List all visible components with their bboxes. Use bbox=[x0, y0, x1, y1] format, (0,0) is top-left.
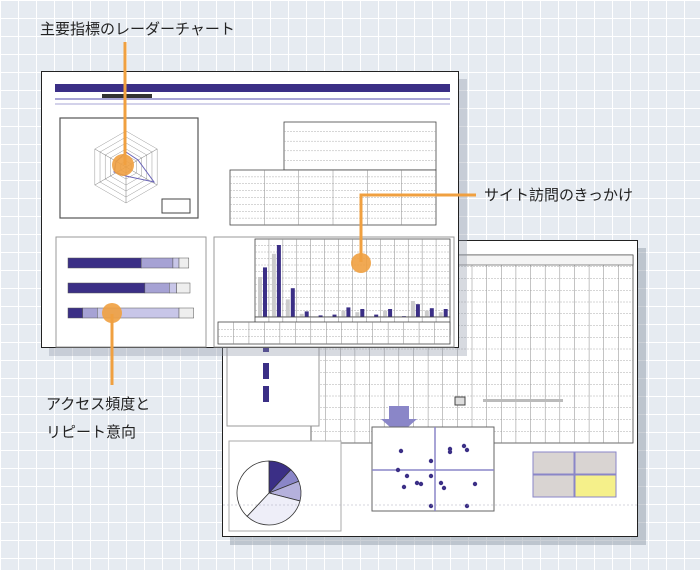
bar-purple bbox=[429, 308, 434, 317]
scatter-point bbox=[395, 467, 401, 473]
legend bbox=[161, 198, 191, 214]
checkbox bbox=[454, 396, 466, 406]
text-line bbox=[102, 94, 152, 98]
report-page-front bbox=[41, 71, 459, 348]
text-line bbox=[483, 399, 563, 402]
bar-purple bbox=[346, 307, 351, 317]
callout-access-label-1: アクセス頻度と bbox=[46, 395, 151, 413]
scatter-plot bbox=[371, 426, 495, 512]
bar-purple bbox=[263, 267, 267, 317]
bar-gray bbox=[258, 277, 262, 317]
bar-gray bbox=[438, 312, 443, 317]
bar-purple bbox=[276, 245, 281, 317]
scatter-point bbox=[447, 449, 453, 455]
scatter-point bbox=[472, 481, 478, 487]
pie-slice bbox=[246, 492, 301, 526]
quadrant-cell bbox=[532, 451, 575, 475]
bar-purple bbox=[374, 314, 379, 317]
callout-radar-label: 主要指標のレーダーチャート bbox=[40, 20, 235, 38]
stacked-bar-segment bbox=[176, 282, 191, 294]
bar-purple bbox=[332, 314, 337, 317]
stacked-bar-segment bbox=[178, 307, 194, 319]
scatter-point bbox=[428, 458, 434, 464]
scatter-point bbox=[404, 473, 410, 479]
bar-purple bbox=[290, 288, 295, 317]
scatter-point bbox=[428, 473, 434, 479]
bar-purple bbox=[415, 304, 420, 317]
bar-purple bbox=[388, 309, 393, 317]
bar-gray bbox=[271, 253, 276, 317]
bar bbox=[263, 363, 269, 379]
callout-marker bbox=[102, 303, 122, 323]
callout-visit-label: サイト訪問のきっかけ bbox=[484, 186, 633, 204]
quadrant-cell bbox=[574, 474, 617, 498]
bar-gray bbox=[424, 310, 429, 317]
bar-gray bbox=[299, 313, 304, 317]
bar-purple bbox=[304, 311, 309, 317]
scatter-point bbox=[398, 448, 404, 454]
quadrant-cell bbox=[532, 474, 575, 498]
bar-gray bbox=[285, 299, 290, 317]
scatter-point bbox=[464, 447, 470, 453]
bar bbox=[263, 386, 269, 402]
scatter-point bbox=[418, 481, 424, 487]
scatter-point bbox=[438, 480, 444, 486]
bar-purple bbox=[443, 309, 448, 317]
bar-gray bbox=[383, 310, 388, 317]
scatter-point bbox=[401, 484, 407, 490]
bar-gray bbox=[410, 301, 415, 317]
scatter-point bbox=[414, 480, 420, 486]
callout-line bbox=[359, 193, 476, 262]
bar-purple bbox=[318, 315, 323, 317]
bar-purple bbox=[360, 309, 365, 317]
callout-marker bbox=[351, 253, 371, 273]
bar-gray bbox=[341, 310, 346, 317]
arrow-down-icon bbox=[381, 406, 417, 435]
callout-access-label-2: リピート意向 bbox=[46, 423, 137, 441]
bar-gray bbox=[355, 312, 360, 317]
report-front-content bbox=[55, 84, 455, 348]
info-table bbox=[283, 121, 437, 171]
scatter-point bbox=[441, 485, 447, 491]
scatter-point bbox=[461, 443, 467, 449]
value-table bbox=[217, 321, 451, 345]
stacked-bar-segment bbox=[178, 257, 190, 269]
callout-marker bbox=[112, 154, 134, 176]
pie-slice bbox=[236, 460, 270, 517]
quadrant-cell bbox=[574, 451, 617, 475]
title-bar bbox=[55, 84, 450, 92]
